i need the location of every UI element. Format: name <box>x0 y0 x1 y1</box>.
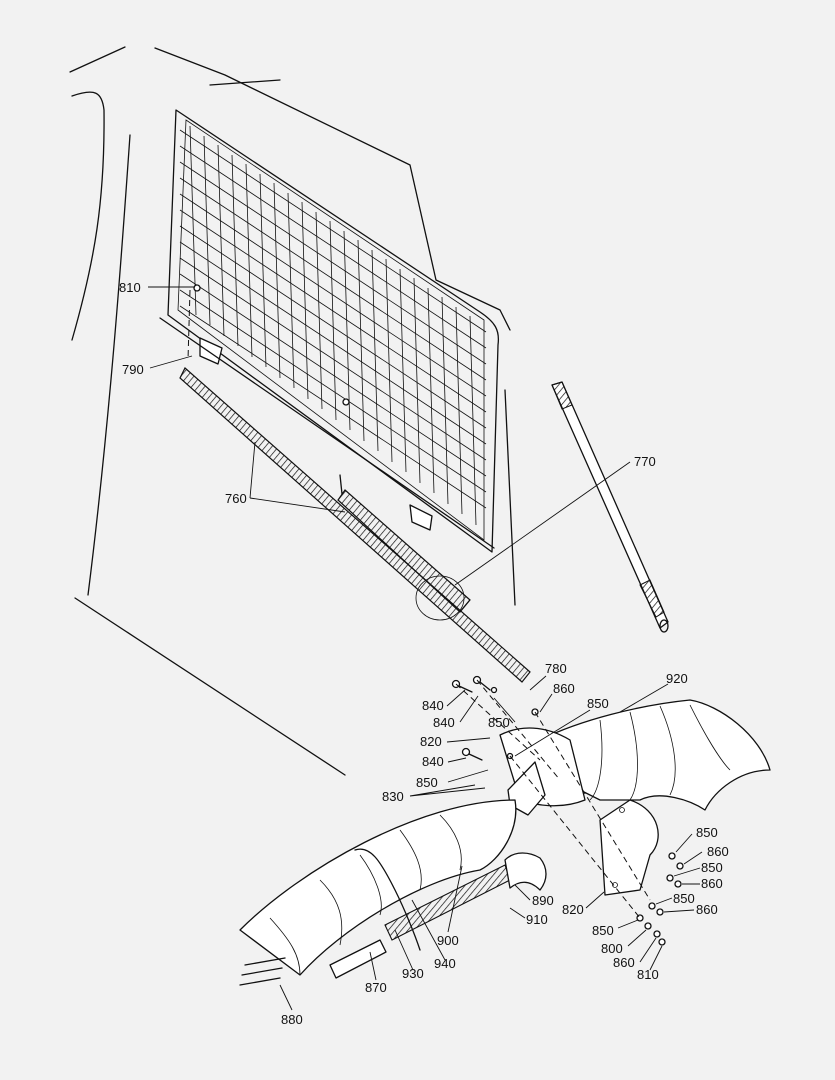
washer-850e <box>648 902 656 910</box>
label-820-a: 820 <box>420 734 442 749</box>
label-860-top: 860 <box>553 681 575 696</box>
bolt-810-top <box>193 284 201 292</box>
label-880: 880 <box>281 1012 303 1027</box>
leader-lines <box>148 286 703 1011</box>
label-820-b: 820 <box>562 902 584 917</box>
part-labels: 810 790 760 770 780 860 850 920 840 840 … <box>119 280 729 1027</box>
flange-plate-right <box>599 799 659 896</box>
torsion-spring-rod <box>179 367 531 683</box>
label-770: 770 <box>634 454 656 469</box>
label-780: 780 <box>545 661 567 676</box>
label-870: 870 <box>365 980 387 995</box>
shaft-870 <box>329 939 387 979</box>
label-810-bottom: 810 <box>637 967 659 982</box>
label-840-c: 840 <box>422 754 444 769</box>
bolt-840c <box>461 747 483 761</box>
label-760: 760 <box>225 491 247 506</box>
label-890: 890 <box>532 893 554 908</box>
support-rod <box>551 381 669 633</box>
label-860-c: 860 <box>701 876 723 891</box>
bolt-grille-mid <box>342 398 350 406</box>
label-900: 900 <box>437 933 459 948</box>
hinge-bracket-left <box>199 337 223 365</box>
label-860-d: 860 <box>696 902 718 917</box>
grille-screen <box>159 109 500 553</box>
label-940: 940 <box>434 956 456 971</box>
washer-850a <box>490 686 498 694</box>
label-920: 920 <box>666 671 688 686</box>
label-850-b: 850 <box>488 715 510 730</box>
washer-850c <box>668 852 676 860</box>
label-850-f: 850 <box>673 891 695 906</box>
nut-860d <box>656 908 664 916</box>
bolt-840b <box>472 675 491 691</box>
label-860-e: 860 <box>613 955 635 970</box>
nut-860c <box>674 880 682 888</box>
auger-flight-890 <box>504 852 547 891</box>
machine-body-outline <box>69 46 516 776</box>
label-800: 800 <box>601 941 623 956</box>
label-910: 910 <box>526 912 548 927</box>
label-810-top: 810 <box>119 280 141 295</box>
hinge-bracket-right <box>409 504 433 531</box>
label-860-b: 860 <box>707 844 729 859</box>
label-930: 930 <box>402 966 424 981</box>
fasteners <box>187 284 684 946</box>
lockwasher-800 <box>644 922 652 930</box>
auger-assembly <box>239 699 771 986</box>
label-850-c: 850 <box>416 775 438 790</box>
nut-810 <box>658 938 666 946</box>
label-840-b: 840 <box>433 715 455 730</box>
nut-860b <box>676 862 684 870</box>
label-850-g: 850 <box>592 923 614 938</box>
bolt-840a <box>451 679 473 693</box>
washer-850d <box>666 874 674 882</box>
label-850-e: 850 <box>701 860 723 875</box>
label-840-a: 840 <box>422 698 444 713</box>
label-850-top: 850 <box>587 696 609 711</box>
label-830: 830 <box>382 789 404 804</box>
label-850-d: 850 <box>696 825 718 840</box>
label-790: 790 <box>122 362 144 377</box>
nut-860e <box>653 930 661 938</box>
